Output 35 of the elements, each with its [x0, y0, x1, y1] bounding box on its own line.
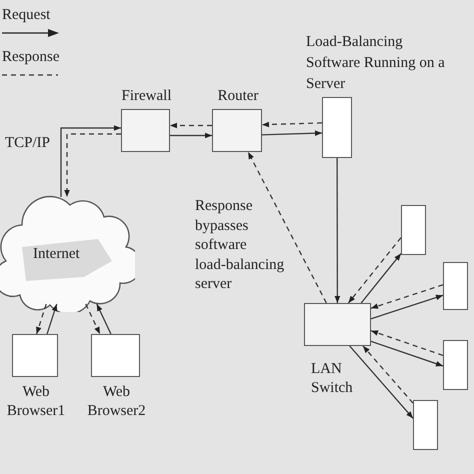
dashed-arrow — [348, 237, 402, 304]
node-label: Firewall — [120, 87, 172, 106]
dashed-arrow — [370, 284, 444, 309]
arrow — [360, 253, 402, 304]
server-box — [401, 205, 426, 255]
node-label: Load-Balancing Software Running on a Server — [306, 33, 446, 94]
node-label: Web Browser1 — [6, 383, 66, 421]
arrow — [96, 304, 112, 334]
arrow — [262, 130, 322, 136]
dashed-arrow — [262, 122, 322, 128]
dashed-arrow — [36, 304, 47, 334]
server-box — [443, 262, 468, 310]
arrow — [349, 346, 414, 419]
arrow — [334, 158, 340, 303]
legend-label: Response — [2, 48, 60, 66]
annotation-text: Response bypasses software load-balancing server — [195, 197, 286, 294]
dashed-arrow — [370, 330, 444, 356]
arrow — [370, 340, 444, 367]
cloud-label: Internet — [33, 245, 81, 264]
dashed-arrow — [362, 346, 414, 404]
arrow — [370, 294, 444, 320]
server-box — [443, 340, 468, 390]
dashed-arrow — [170, 122, 212, 128]
node-label: Router — [216, 87, 260, 106]
arrow — [46, 304, 58, 334]
annotation-text: TCP/IP — [5, 134, 52, 153]
legend-label: Request — [2, 6, 50, 24]
node-label: LAN Switch — [311, 360, 354, 398]
dashed-arrow — [248, 152, 327, 304]
dashed-arrow — [85, 304, 100, 334]
server-box — [413, 400, 438, 450]
arrow — [60, 125, 121, 197]
arrow — [170, 132, 212, 138]
dashed-arrow — [64, 133, 121, 197]
node-label: Web Browser2 — [86, 383, 147, 421]
